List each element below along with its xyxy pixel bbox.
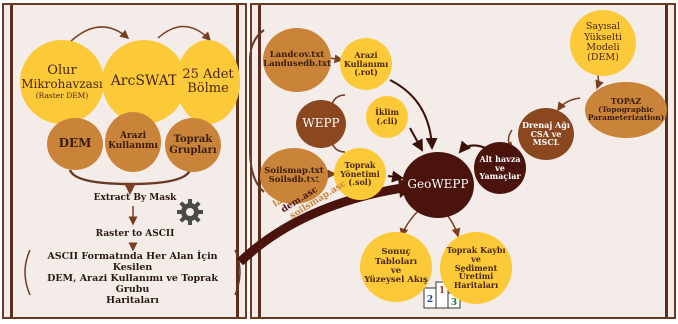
wepp-label: WEPP [302,116,340,131]
bolme-line1: 25 Adet [182,66,234,82]
geowepp-node: GeoWEPP [402,152,474,218]
wepp-node: WEPP [296,100,346,148]
olur-title: Olur [47,63,77,79]
arazi-line1: Arazi [119,131,147,142]
iklim-line1: İklim [375,107,399,118]
sayisal-line4: (DEM) [587,52,619,64]
topaz-line1: TOPAZ [610,96,642,107]
extract-label: Extract By Mask [93,193,177,203]
soilsmap-line2: Soilsdb.txt [268,175,320,185]
topaz-line3: Parameterization) [587,113,665,123]
olur-subtitle: Mikrohavzası [21,77,103,92]
topaz-node: TOPAZ (Topographic Parameterization) [585,82,667,138]
alt-havza-node: Alt havza ve Yamaçlar [474,142,526,194]
arcswat-node: ArcSWAT [102,40,186,124]
arcswat-label: ArcSWAT [110,73,178,90]
arazi-rot-node: Arazi Kullanımı (.rot) [340,38,392,90]
podium-number-3: 3 [450,298,458,308]
soilsmap-line1: Soilsmap.txt [264,165,324,176]
toprak-yon-node: Toprak Yönetimi (.sol) [334,148,386,200]
kayip-line1: Toprak Kaybı [446,245,506,255]
arazi-rot-line3: (.rot) [354,67,378,78]
topaz-line2: (Topographic [598,105,654,115]
kayip-line2: ve [471,253,481,264]
olur-node: Olur Mikrohavzası (Raster DEM) [20,40,104,124]
bolme-node: 25 Adet Bölme [176,40,240,124]
drenaj-line1: Drenaj Ağı [522,119,570,130]
toprak-yon-line1: Toprak [344,159,376,170]
toprak-yon-line3: (.sol) [348,177,372,188]
toprak-line2: Grupları [169,145,217,156]
landcov-node: Landcov.txt Landusedb.txt [263,28,331,92]
toprak-line1: Toprak [173,134,213,145]
sayisal-line2: Yükselti [584,31,622,43]
sonuc-line2: ve [390,266,402,276]
alt-line3: Yamaçlar [479,171,521,182]
arazi-node: Arazi Kullanımı [105,112,161,172]
arazi-rot-line1: Arazi [354,49,378,60]
drenaj-node: Drenaj Ağı CSA ve MSCL [518,108,574,160]
ascii-line3: Haritaları [106,294,159,306]
sayisal-node: Sayısal Yükselti Modeli (DEM) [570,10,636,76]
geowepp-label: GeoWEPP [407,177,469,192]
bolme-line2: Bölme [187,81,229,96]
sonuc-line3: Yüzeysel Akış [364,275,428,286]
landcov-line2: Landusedb.txt [263,59,331,69]
arazi-line2: Kullanımı [108,141,158,151]
alt-line1: Alt havza [479,153,521,164]
alt-line2: ve [495,162,505,173]
podium-number-1: 1 [438,286,446,296]
ascii-line2: DEM, Arazi Kullanımı ve Toprak Grubu [47,272,218,295]
ascii-line1: ASCII Formatında Her Alan İçin Kesilen [47,251,218,273]
soilsmap-node: Soilsmap.txt Soilsdb.txt [260,148,328,204]
kayip-line3: Sediment Üretimi [454,262,498,282]
raster-label: Raster to ASCII [95,229,175,239]
toprak-node: Toprak Grupları [165,118,221,172]
iklim-node: İklim (.cli) [366,96,408,138]
dem-label: DEM [58,136,92,151]
kayip-node: Toprak Kaybı ve Sediment Üretimi Harital… [440,232,512,304]
olur-raster: (Raster DEM) [35,90,89,100]
kayip-line4: Haritaları [453,280,499,291]
toprak-yon-line2: Yönetimi [340,168,380,179]
ascii-label: ASCII Formatında Her Alan İçin Kesilen D… [30,251,235,307]
landcov-line1: Landcov.txt [269,49,325,60]
sayisal-line3: Modeli [586,42,620,53]
dem-node: DEM [47,118,103,170]
podium-number-2: 2 [426,295,434,305]
drenaj-line2: CSA ve MSCL [530,128,562,148]
arazi-rot-line2: Kullanımı [343,58,389,69]
sonuc-line1: Sonuç Tabloları [374,247,418,267]
sayisal-line1: Sayısal [585,21,621,33]
sonuc-node: Sonuç Tabloları ve Yüzeysel Akış [360,232,432,302]
iklim-line2: (.cli) [376,116,398,126]
